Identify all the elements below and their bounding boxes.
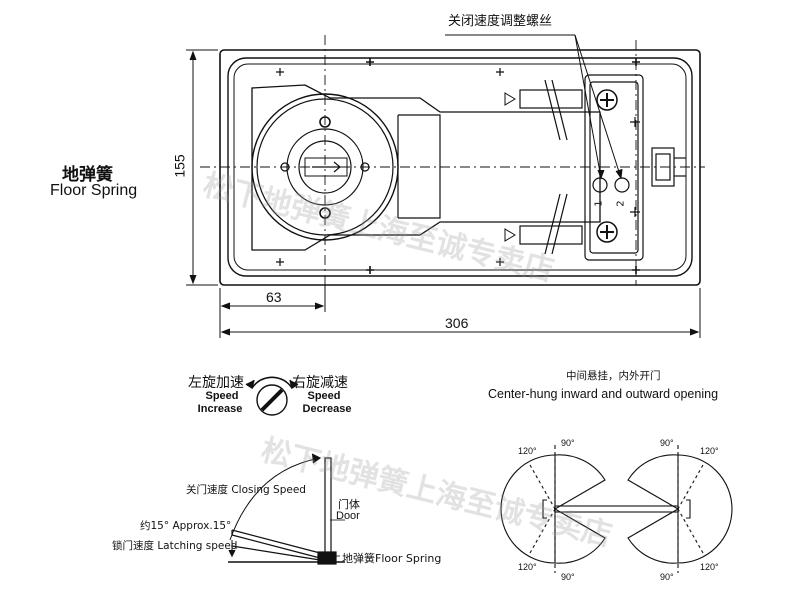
screw-label: 关闭速度调整螺丝: [448, 14, 553, 29]
angle-bl-120: 120°: [518, 562, 537, 572]
angle-bl-90: 90°: [561, 572, 575, 582]
dimension-lines: [186, 49, 701, 338]
angle-tl-90: 90°: [561, 438, 575, 448]
dim-offset: 63: [266, 289, 282, 305]
screw-number-1: 1: [593, 200, 605, 207]
speed-right-cn: 右旋减速: [292, 375, 348, 391]
angle-tr-120: 120°: [700, 446, 719, 456]
door-cn-label: 门体: [338, 498, 360, 511]
speed-left-cn: 左旋加速: [188, 375, 244, 391]
screw-label-leader: [445, 34, 623, 180]
opening-diagram: [500, 445, 733, 573]
opening-title-cn: 中间悬挂，内外开门: [566, 370, 661, 382]
screw-number-2: 2: [615, 200, 627, 207]
title-cn: 地弹簧: [62, 165, 113, 185]
angle-br-120: 120°: [700, 562, 719, 572]
closing-speed-label: 关门速度 Closing Speed: [186, 484, 306, 496]
center-lines: [200, 35, 705, 300]
top-view-body: [219, 49, 701, 286]
angle-br-90: 90°: [660, 572, 674, 582]
floor-spring-label: 地弹簧Floor Spring: [342, 552, 442, 565]
speed-left-en-2: Increase: [197, 403, 243, 415]
speed-right-en-2: Decrease: [302, 403, 352, 415]
dim-length: 306: [445, 315, 469, 331]
angle-tr-90: 90°: [660, 438, 674, 448]
closing-diagram: [228, 453, 345, 565]
approx-angle-label: 约15° Approx.15°: [140, 520, 232, 532]
dim-height: 155: [171, 154, 188, 178]
speed-right-en-1: Speed: [307, 390, 341, 402]
speed-dial: [245, 376, 299, 416]
angle-tl-120: 120°: [518, 446, 537, 456]
title-en: Floor Spring: [50, 182, 138, 199]
opening-title-en: Center-hung inward and outward opening: [488, 387, 719, 401]
speed-left-en-1: Speed: [205, 390, 239, 402]
latching-speed-label: 锁门速度 Latching speed: [112, 540, 238, 552]
door-en-label: Door: [336, 510, 360, 522]
